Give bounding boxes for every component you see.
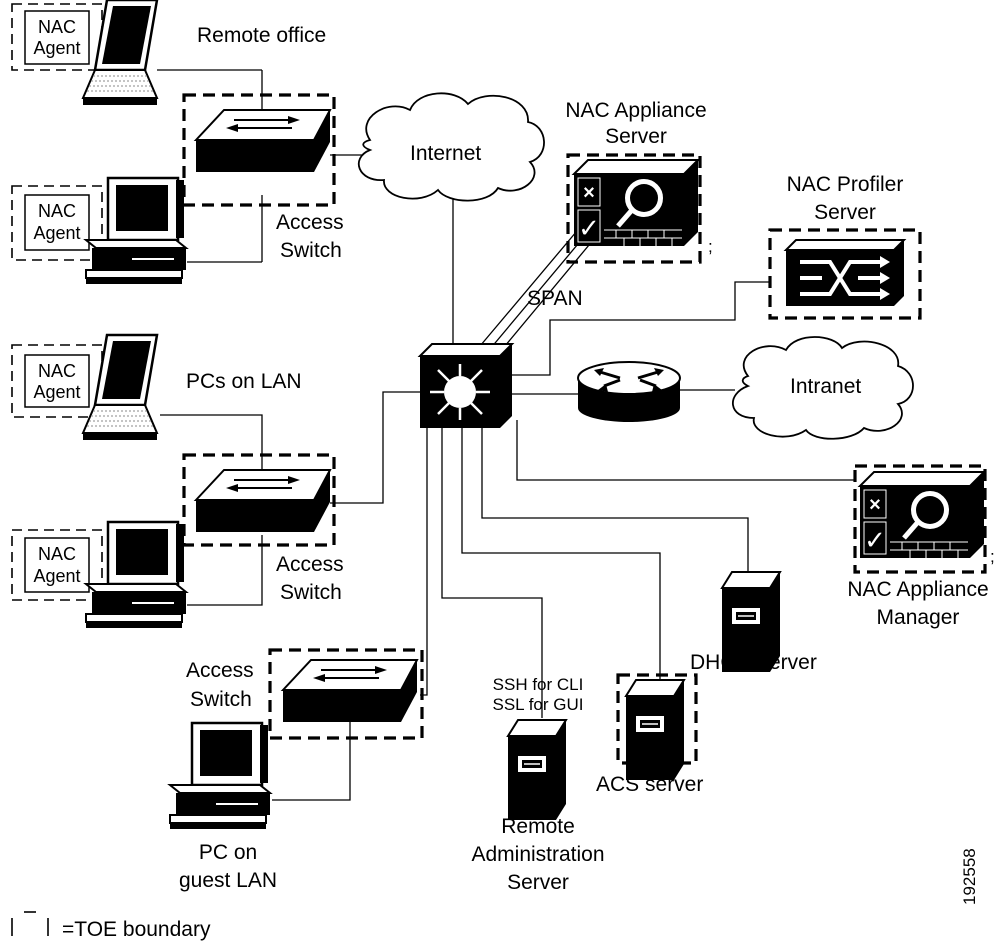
nac-appliance-server-icon (574, 160, 698, 246)
remote-admin-label-line3: Server (507, 871, 569, 894)
toe-nac-appliance-server (566, 153, 702, 264)
remote-admin-label-line2: Administration (471, 843, 604, 866)
nam-footnote-mark: ; (990, 547, 995, 566)
remote-access-switch-icon (195, 109, 331, 173)
access-switch-lan-label-line1: Access (276, 553, 344, 576)
remote-admin-label-line1: Remote (501, 815, 575, 838)
agent-label-line1: NAC (38, 361, 76, 381)
ssh-for-cli-label: SSH for CLI (493, 675, 584, 694)
ssl-for-gui-label: SSL for GUI (492, 695, 583, 714)
span-label: SPAN (527, 287, 583, 310)
pcs-on-lan-label: PCs on LAN (186, 370, 302, 393)
wires (157, 69, 855, 801)
intranet-cloud-icon (731, 336, 914, 440)
guest-pc-label-line1: PC on (199, 841, 257, 864)
agent-label-line1: NAC (38, 201, 76, 221)
dhcp-server-label: DHCP Server (690, 651, 817, 674)
nas-footnote-mark: ; (708, 237, 713, 256)
agent-label-line2: Agent (33, 223, 80, 243)
remote-admin-server-icon (507, 719, 567, 821)
nac-appliance-manager-label-line2: Manager (877, 606, 960, 629)
access-switch-guest-label-line2: Switch (190, 688, 252, 711)
figure-id-label: 192558 (960, 848, 979, 905)
nac-appliance-server-label-line1: NAC Appliance (565, 99, 706, 122)
toe-access-switch-guest (268, 648, 424, 740)
nac-appliance-manager-label-line1: NAC Appliance (847, 578, 988, 601)
access-switch-guest-label-line1: Access (186, 659, 254, 682)
toe-legend: =TOE boundary (11, 911, 211, 941)
core-switch-icon (417, 343, 515, 428)
toe-agent-lan-laptop (11, 344, 103, 418)
lan-access-switch-icon (195, 469, 331, 533)
toe-agent-remote-desktop (11, 185, 103, 261)
toe-agent-remote-laptop (11, 3, 103, 71)
access-switch-remote-label-line2: Switch (280, 239, 342, 262)
remote-office-label: Remote office (197, 24, 326, 47)
agent-lan-desktop: NAC Agent (24, 537, 90, 593)
lan-laptop-icon (81, 333, 159, 442)
remote-laptop-icon (81, 0, 159, 107)
intranet-label: Intranet (790, 375, 861, 398)
acs-server-icon (625, 679, 685, 781)
toe-nac-appliance-manager (853, 464, 987, 574)
agent-label-line2: Agent (33, 38, 80, 58)
nac-profiler-label-line2: Server (814, 201, 876, 224)
nac-appliance-manager-icon (860, 472, 984, 558)
toe-boundaries (11, 3, 987, 765)
agent-remote-desktop: NAC Agent (24, 194, 90, 251)
nac-profiler-label-line1: NAC Profiler (787, 173, 904, 196)
toe-access-switch-lan (182, 453, 336, 547)
toe-nac-profiler (768, 228, 922, 320)
toe-legend-label: =TOE boundary (62, 918, 211, 941)
internet-cloud-icon (358, 92, 545, 202)
nac-appliance-server-label-line2: Server (605, 125, 667, 148)
agent-label-line2: Agent (33, 566, 80, 586)
nac-profiler-icon (783, 239, 907, 306)
acs-server-label: ACS server (596, 773, 703, 796)
agent-label-line2: Agent (33, 382, 80, 402)
agent-label-line1: NAC (38, 544, 76, 564)
lan-desktop-icon (84, 520, 188, 630)
guest-desktop-icon (168, 721, 272, 831)
access-switch-remote-label-line1: Access (276, 211, 344, 234)
remote-desktop-icon (84, 176, 188, 286)
agent-lan-laptop: NAC Agent (24, 354, 90, 408)
toe-acs-server (616, 673, 698, 765)
agent-remote-laptop: NAC Agent (24, 10, 90, 65)
access-switch-lan-label-line2: Switch (280, 581, 342, 604)
internet-label: Internet (410, 142, 481, 165)
guest-pc-label-line2: guest LAN (179, 869, 277, 892)
router-icon (577, 361, 681, 422)
agent-label-line1: NAC (38, 17, 76, 37)
guest-access-switch-icon (282, 659, 418, 723)
toe-access-switch-remote (182, 93, 336, 207)
